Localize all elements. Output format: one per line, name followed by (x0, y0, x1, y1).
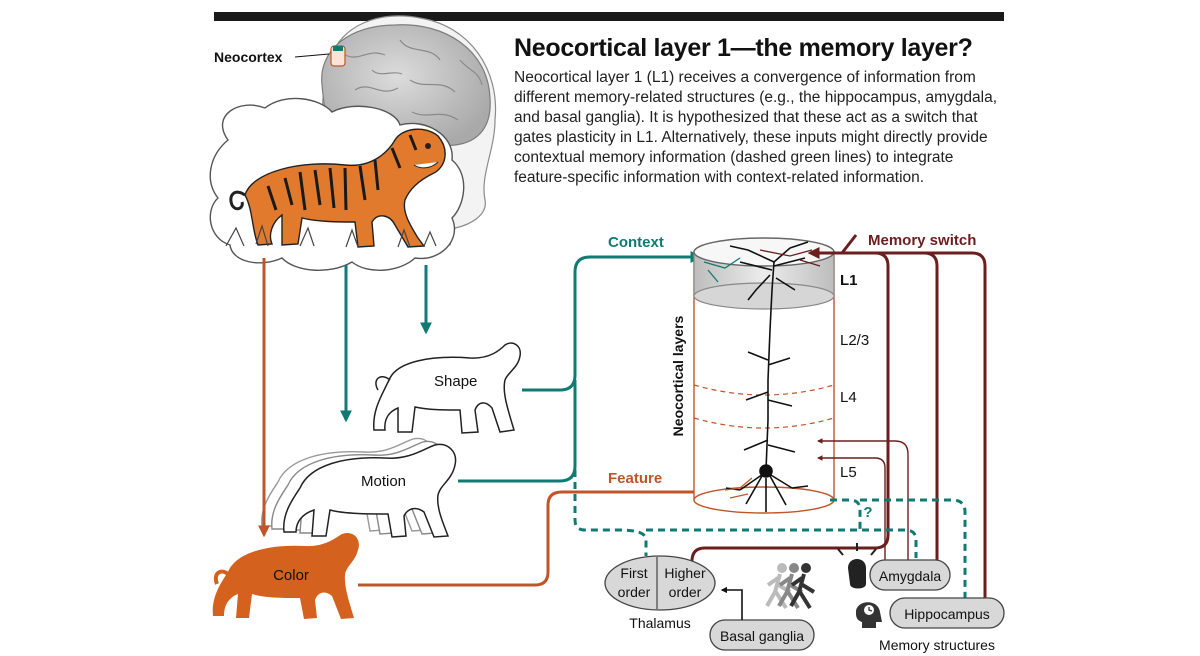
basal-ganglia-label: Basal ganglia (720, 628, 804, 644)
l23-label: L2/3 (840, 332, 869, 349)
cortex-column-top (333, 46, 343, 51)
hippocampus-to-l4-path (816, 438, 909, 585)
hippocampus-label: Hippocampus (904, 606, 990, 622)
figure-title: Neocortical layer 1—the memory layer? (514, 34, 973, 62)
color-label: Color (273, 567, 309, 584)
description-line: Neocortical layer 1 (L1) receives a conv… (514, 69, 976, 86)
shape-label: Shape (434, 373, 477, 390)
header-rule (214, 12, 1004, 21)
description-line: different memory-related structures (e.g… (514, 89, 998, 106)
memory-head-icon (856, 602, 882, 628)
memory-switch-label: Memory switch (868, 232, 976, 249)
running-figures-icon (765, 563, 816, 610)
cortical-column (693, 237, 835, 514)
description-line: contextual memory information (dashed gr… (514, 149, 954, 166)
shape-tiger-outline (373, 342, 521, 434)
memory-switch-toggle (840, 234, 858, 254)
thalamus-label: Thalamus (629, 615, 690, 631)
context-terminals-l1 (703, 257, 741, 283)
thalamus-higher-order-label: order (669, 584, 702, 600)
basal-ganglia-to-thalamus-arrow (720, 586, 743, 620)
tiger-illustration (225, 128, 446, 248)
thalamus-higher-order-label: Higher (664, 565, 706, 581)
l1-label: L1 (840, 272, 858, 289)
figure-description: Neocortical layer 1 (L1) receives a conv… (514, 68, 1004, 188)
context-pathway-motion (458, 380, 577, 483)
motion-tiger (261, 437, 457, 538)
memory-switch-hippocampus-path (924, 251, 987, 600)
motion-label: Motion (361, 473, 406, 490)
l5-label: L5 (840, 464, 857, 481)
thalamus-node (604, 555, 716, 611)
feature-pathway (358, 486, 725, 587)
dashed-context-thalamus (573, 470, 648, 556)
basal-ganglia-node (709, 619, 815, 651)
neocortical-layers-label: Neocortical layers (670, 315, 686, 436)
neocortex-label: Neocortex (214, 49, 283, 65)
feature-label: Feature (608, 470, 662, 487)
context-pathway-shape (522, 251, 703, 392)
context-label: Context (608, 234, 664, 251)
fear-face-icon (837, 543, 877, 589)
memory-terminals-l1 (759, 249, 821, 267)
thalamus-first-order-label: First (620, 565, 647, 581)
dashed-context-amygdala (646, 528, 918, 558)
description-line: feature-specific information with contex… (514, 169, 925, 186)
l4-label: L4 (840, 389, 857, 406)
description-line: gates plasticity in L1. Alternatively, t… (514, 129, 988, 146)
color-tiger (212, 532, 359, 619)
amygdala-label: Amygdala (879, 568, 941, 584)
amygdala-to-l5-path (816, 455, 886, 572)
feature-terminals-l5 (724, 477, 753, 499)
description-line: and basal ganglia). It is hypothesized t… (514, 109, 978, 126)
memory-structures-label: Memory structures (879, 637, 995, 653)
question-mark: ? (863, 504, 872, 521)
dashed-context-hippocampus (830, 498, 967, 598)
amygdala-node (869, 559, 951, 591)
hippocampus-node (889, 597, 1005, 629)
thalamus-first-order-label: order (618, 584, 651, 600)
neocortex-pointer (294, 53, 330, 58)
